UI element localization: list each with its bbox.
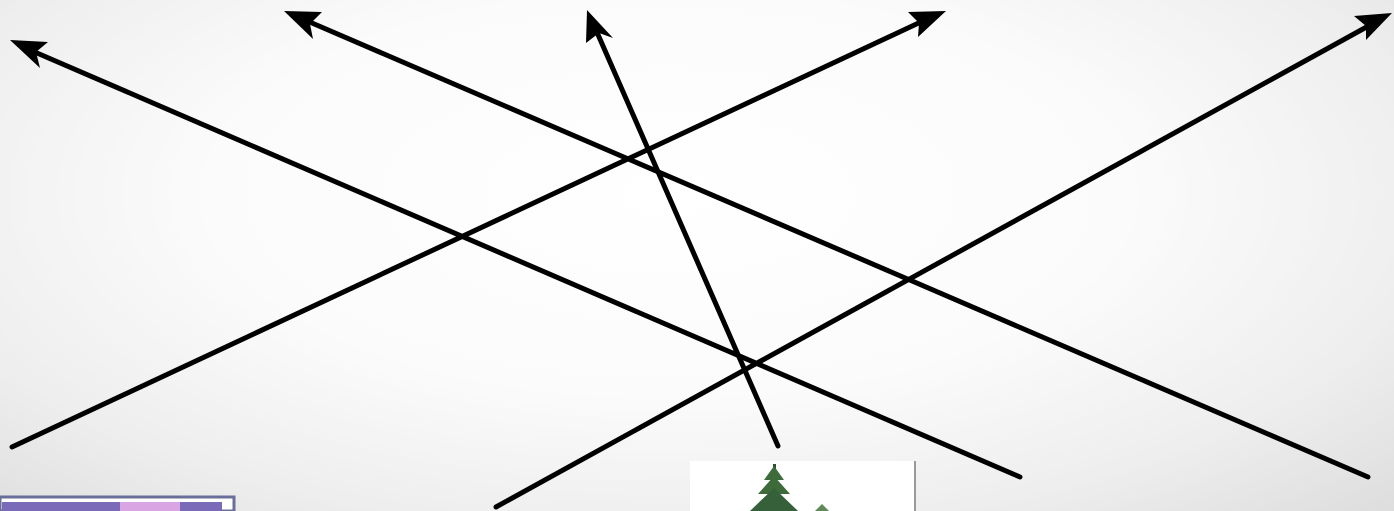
- pine-tree-image-edge[interactable]: [690, 461, 915, 511]
- arrow-upper-left-long[interactable]: [10, 40, 1020, 477]
- arrow-up-steep[interactable]: [586, 10, 778, 446]
- arrow-upper-right-long[interactable]: [496, 13, 1392, 507]
- arrowhead-icon: [1354, 13, 1392, 40]
- purple-thumbnail-edge[interactable]: [0, 497, 234, 511]
- arrow-upper-right-mid[interactable]: [12, 11, 946, 447]
